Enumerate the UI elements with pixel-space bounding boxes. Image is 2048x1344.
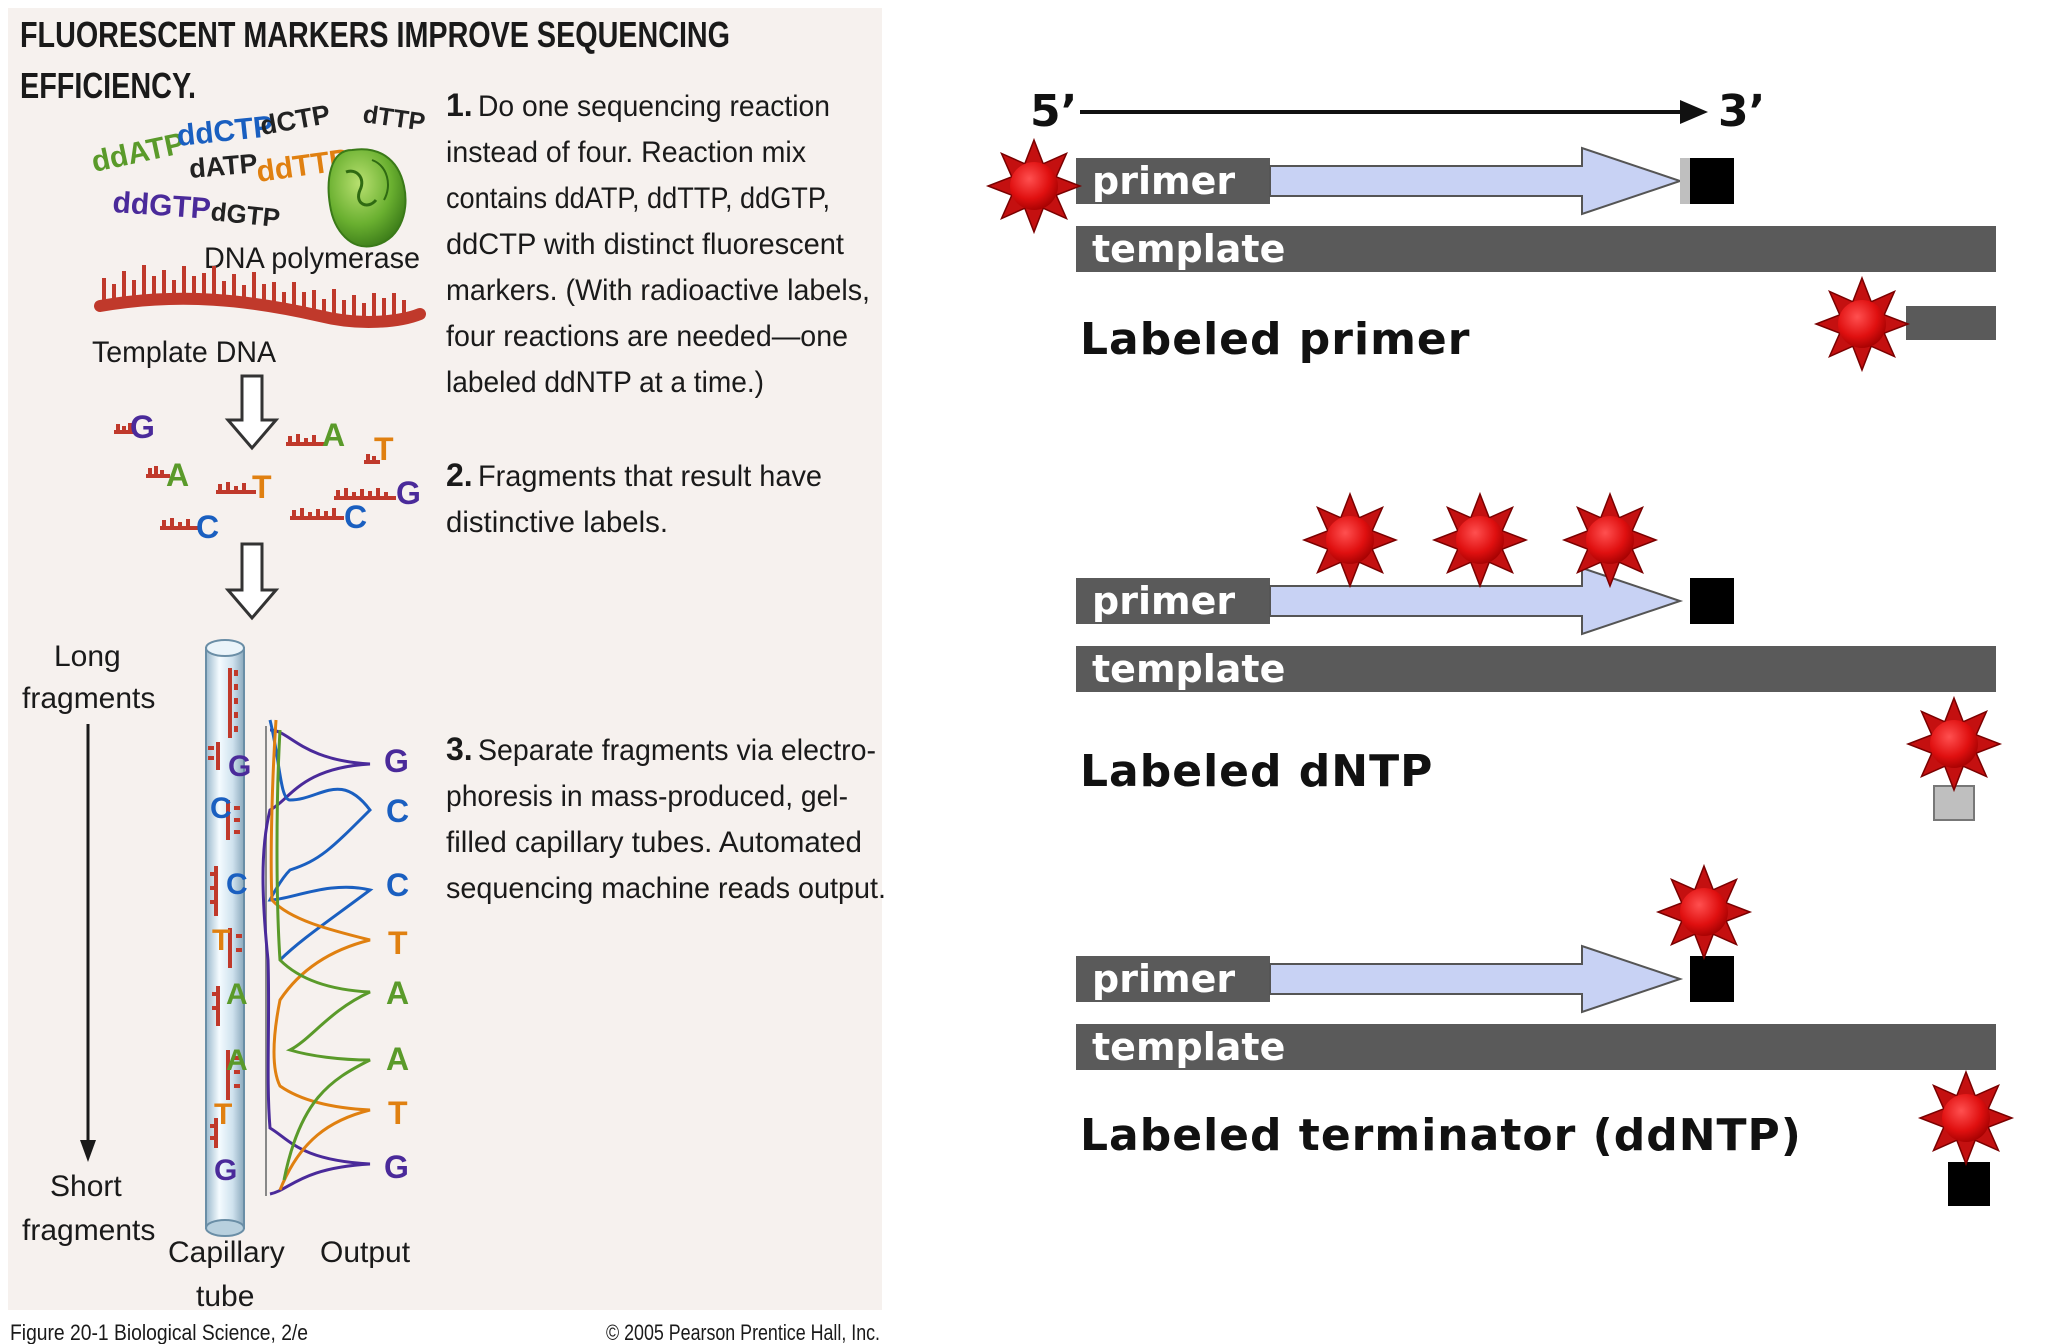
- left-title-line1: FLUORESCENT MARKERS IMPROVE SEQUENCING: [20, 14, 730, 55]
- row-caption: Labeled dNTP: [1080, 746, 1433, 797]
- step-number: 1.: [446, 87, 473, 123]
- copyright-notice: © 2005 Pearson Prentice Hall, Inc.: [606, 1320, 880, 1344]
- step-3-line: Separate fragments via electro-: [478, 734, 876, 767]
- row-caption: Labeled primer: [1080, 314, 1470, 365]
- dntp-fluorescent-label-icon: [1304, 494, 1396, 586]
- labeled-terminator-nucleotide: [1948, 1162, 1990, 1206]
- step-3-line: filled capillary tubes. Automated: [446, 826, 862, 859]
- dntp-fluorescent-label-icon: [1908, 698, 2000, 790]
- terminator-block: [1690, 956, 1734, 1002]
- extension-arrow: [1270, 568, 1680, 634]
- tube-letter: A: [226, 1044, 248, 1077]
- output-letter: G: [384, 743, 409, 779]
- tube-letter: C: [210, 792, 232, 825]
- primer-label: primer: [1092, 159, 1235, 203]
- dntp-fluorescent-label-icon: [1434, 494, 1526, 586]
- left-panel: FLUORESCENT MARKERS IMPROVE SEQUENCING E…: [8, 8, 886, 1344]
- long-fragments-label: Long: [54, 640, 121, 673]
- output-letter: A: [386, 975, 409, 1011]
- output-label: Output: [320, 1236, 411, 1269]
- step-3-line: sequencing machine reads output.: [446, 872, 886, 905]
- output-letter: T: [388, 1095, 408, 1131]
- tube-letter: T: [214, 1098, 232, 1131]
- short-fragments-label: fragments: [22, 1214, 155, 1247]
- output-letter: G: [384, 1149, 409, 1185]
- fragment-letter: T: [374, 431, 394, 467]
- five-prime-label: 5’: [1030, 86, 1077, 137]
- primer-label: primer: [1092, 579, 1235, 623]
- fragment-letter: C: [344, 499, 367, 535]
- figure-caption: Figure 20-1 Biological Science, 2/e: [10, 1320, 308, 1344]
- right-panel: 5’ 3’ primer template Labeled primer pri…: [988, 86, 2012, 1206]
- step-1-line: instead of four. Reaction mix: [446, 136, 806, 169]
- primer-fluorescent-label-icon: [1816, 278, 1908, 370]
- tube-letter: A: [226, 978, 248, 1011]
- fragment-letter: A: [166, 457, 189, 493]
- short-fragments-label: Short: [50, 1170, 122, 1203]
- primer-label: primer: [1092, 957, 1235, 1001]
- template-dna-label: Template DNA: [92, 336, 276, 369]
- primer-fluorescent-label-icon: [988, 140, 1080, 232]
- three-prime-label: 3’: [1718, 86, 1765, 137]
- step-1-line: labeled ddNTP at a time.): [446, 366, 764, 399]
- step-1-line: ddCTP with distinct fluorescent: [446, 228, 845, 261]
- row-caption: Labeled terminator (ddNTP): [1080, 1110, 1802, 1161]
- labeled-primer-fragment: [1906, 306, 1996, 340]
- step-number: 3.: [446, 731, 473, 767]
- nucleotide-label: ddGTP: [112, 186, 212, 226]
- tube-letter: G: [228, 750, 251, 783]
- labeled-terminator-row: primer template Labeled terminator (ddNT…: [1076, 946, 1996, 1206]
- step-3-line: phoresis in mass-produced, gel-: [446, 780, 848, 813]
- extension-arrow: [1270, 946, 1680, 1012]
- output-letter: T: [388, 925, 408, 961]
- terminator-block: [1690, 158, 1734, 204]
- dntp-fluorescent-label-icon: [1564, 494, 1656, 586]
- tube-letter: C: [226, 868, 248, 901]
- step-number: 2.: [446, 457, 473, 493]
- output-letter: A: [386, 1041, 409, 1077]
- step-1-line: markers. (With radioactive labels,: [446, 274, 870, 307]
- step-1-line: four reactions are needed—one: [446, 320, 848, 353]
- terminator-fluorescent-label-icon: [1658, 866, 1750, 958]
- extension-arrow: [1270, 148, 1680, 214]
- template-label: template: [1092, 227, 1285, 271]
- long-fragments-label: fragments: [22, 682, 155, 715]
- step-1-line: Do one sequencing reaction: [478, 90, 830, 123]
- terminator-fluorescent-label-icon: [1920, 1072, 2012, 1164]
- terminator-block: [1690, 578, 1734, 624]
- labeled-dntp-row: primer template Labeled dNTP: [1076, 568, 1996, 820]
- template-label: template: [1092, 647, 1285, 691]
- capillary-tube-label: Capillary: [168, 1236, 285, 1269]
- dna-polymerase-label: DNA polymerase: [204, 242, 420, 275]
- fragment-letter: T: [252, 469, 272, 505]
- fragment-letter: C: [196, 509, 219, 545]
- dna-polymerase-icon: [329, 149, 406, 246]
- fragment-letter: G: [396, 475, 421, 511]
- template-label: template: [1092, 1025, 1285, 1069]
- step-2-line: Fragments that result have: [478, 460, 822, 493]
- fragment-letter: G: [130, 409, 155, 445]
- fragment-letter: A: [322, 417, 345, 453]
- output-letter: C: [386, 867, 409, 903]
- tube-letter: G: [214, 1154, 237, 1187]
- tube-letter: T: [212, 924, 230, 957]
- step-2-line: distinctive labels.: [446, 506, 668, 539]
- output-letter: C: [386, 793, 409, 829]
- step-1-line: contains ddATP, ddTTP, ddGTP,: [446, 182, 830, 215]
- capillary-tube-label: tube: [196, 1280, 254, 1313]
- left-title-line2: EFFICIENCY.: [20, 65, 196, 106]
- nucleotide-label: dATP: [188, 148, 259, 184]
- direction-arrow-head: [1680, 100, 1708, 124]
